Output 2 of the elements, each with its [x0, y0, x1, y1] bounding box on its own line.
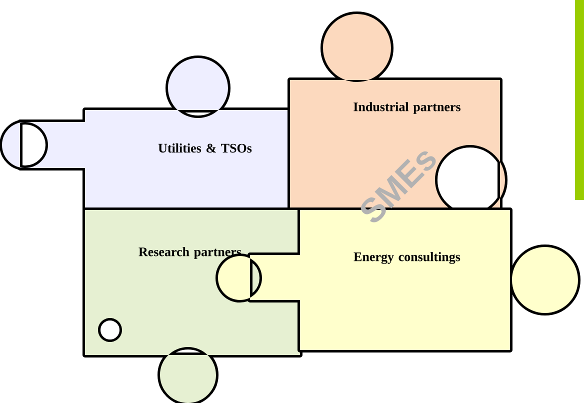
puzzle-piece: Research partners: [82, 208, 302, 403]
puzzle-piece: Utilities & TSOs: [0, 56, 302, 218]
